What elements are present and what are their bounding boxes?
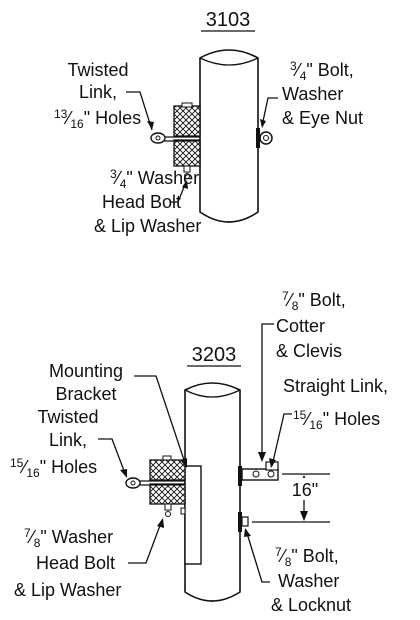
bracket-bolt-bottom [180,507,186,515]
leader-arrowhead [182,180,188,189]
figure-3103-title: 3103 [206,9,251,31]
twisted-link-hole [130,480,136,486]
callout-text: Mounting [49,361,123,381]
callout-hole-size: 15⁄16" Holes [293,408,380,432]
figure-3203: 3203 [10,289,388,615]
leader-line [271,413,292,467]
leader-arrowhead [147,121,154,130]
callout-washer-size: 3⁄4" Washer [110,167,199,191]
callout-bolt-locknut-3203: 7⁄8" Bolt, Washer & Locknut [244,528,351,615]
callout-washer-size: 7⁄8" Washer [24,526,113,550]
callout-mounting-bracket-3203: Mounting Bracket [49,361,187,468]
callout-text: Bracket [55,384,116,404]
callout-hole-size: 15⁄16" Holes [10,456,97,480]
straight-link [241,468,279,481]
callout-text: Link, [79,82,117,102]
callout-bolt-eye-nut-3103: 3⁄4" Bolt, Washer & Eye Nut [260,59,363,128]
pole-3103 [199,49,259,223]
callout-text: Straight Link, [283,376,388,396]
leader-line [134,375,187,467]
callout-text: Washer [278,571,339,591]
insulator-block-upper [149,459,186,481]
leader-line [170,181,187,203]
callout-straight-link-3203: Straight Link, 15⁄16" Holes [269,376,388,468]
callout-text: Link, [49,430,87,450]
callout-bolt-size: 3⁄4" Bolt, [290,59,354,83]
dimension-label-bg [286,478,324,500]
leader-line [128,519,163,564]
callout-twisted-link-3103: Twisted Link, 13⁄16" Holes [54,60,154,131]
callout-bolt-cotter-clevis-3203: 7⁄8" Bolt, Cotter & Clevis [258,289,346,462]
callout-text: & Locknut [271,595,351,615]
callout-text: & Eye Nut [282,108,363,128]
leader-arrowhead [260,119,266,128]
callout-text: Twisted [37,407,98,427]
eye-nut-3103-hole [263,135,269,141]
leader-line [261,323,274,460]
callout-text: & Lip Washer [14,580,121,600]
callout-hole-size: 13⁄16" Holes [54,107,141,131]
callout-text: Cotter [276,316,325,336]
insulator-block-lower [149,483,186,505]
locknut-3203 [241,516,249,527]
dimension-value: 16" [292,480,318,500]
leader-arrowhead [180,458,187,468]
leader-line [245,529,270,583]
dimension-arrow-bottom [300,511,308,521]
leader-arrowhead [258,452,266,462]
lip-washer-3203 [165,511,171,517]
dimension-16in: 16" [252,473,330,523]
callout-text: Twisted [67,60,128,80]
pole-3103-top-edge [199,57,259,66]
washer-plate [181,102,193,108]
head-bolt-3103 [183,165,191,173]
insulator-block-upper [173,105,201,137]
washer-plate [162,455,172,461]
figure-3203-title: 3203 [192,344,237,366]
insulator-block-lower [173,139,201,167]
callout-text: Washer [282,84,343,104]
figure-3103: 3103 Twisted Link, 13⁄16" Holes [54,9,363,236]
head-bolt-3203 [164,503,172,511]
lip-washer-3103 [184,173,190,179]
callout-text: & Lip Washer [94,216,201,236]
leader-line [98,438,127,477]
twisted-link-hole [155,135,161,141]
straight-link-hole-2 [267,470,275,478]
leader-arrowhead [244,528,251,537]
leader-line [261,97,278,127]
leader-arrowhead [269,458,276,468]
leader-line [126,91,153,131]
mounting-bracket [184,465,202,565]
straight-link-hole-1 [252,470,260,478]
leader-arrowhead [120,469,127,478]
callout-text: Head Bolt [102,192,181,212]
callout-washer-head-bolt-3103: 3⁄4" Washer Head Bolt & Lip Washer [94,167,201,236]
callout-twisted-link-3203: Twisted Link, 15⁄16" Holes [10,407,127,480]
leader-arrowhead [157,518,164,528]
callout-washer-head-bolt-3203: 7⁄8" Washer Head Bolt & Lip Washer [14,518,164,600]
callout-bolt-size: 7⁄8" Bolt, [282,289,346,313]
callout-bolt-size: 7⁄8" Bolt, [275,545,339,569]
pole-3203-top-edge [184,389,241,398]
callout-text: Head Bolt [36,553,115,573]
callout-text: & Clevis [276,341,342,361]
